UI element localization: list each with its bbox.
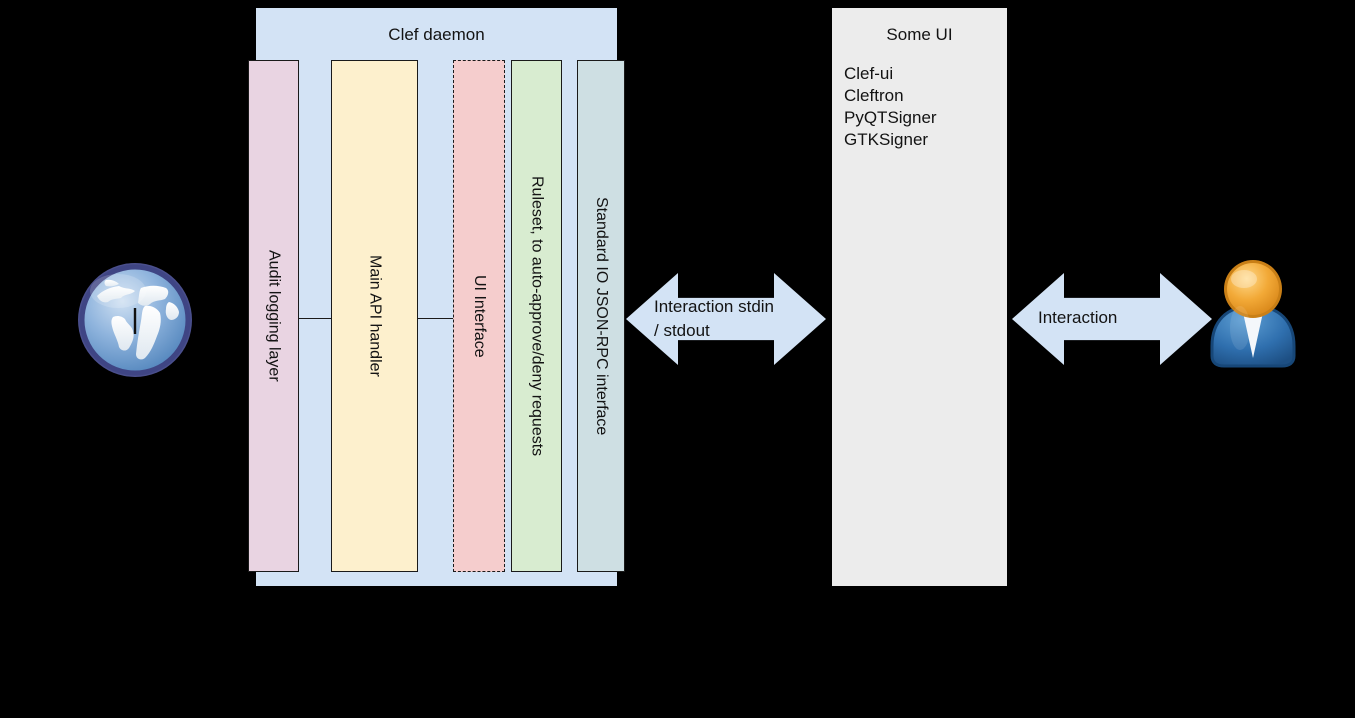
list-item: PyQTSigner [844,108,937,127]
user-icon [1206,256,1300,368]
component-label: Audit logging layer [265,250,283,382]
clef-daemon-container: Clef daemon [256,8,617,586]
list-item: Clef-ui [844,64,894,83]
some-ui-list: Clef-ui Cleftron PyQTSigner GTKSigner [844,63,937,151]
component-label: Ruleset, to auto-approve/deny requests [528,175,546,457]
list-item: Cleftron [844,86,904,105]
some-ui-panel: Some UI Clef-ui Cleftron PyQTSigner GTKS… [832,8,1007,586]
component-ruleset[interactable]: Ruleset, to auto-approve/deny requests [511,60,562,572]
connector-api-to-ui [418,318,453,319]
component-main-api-handler[interactable]: Main API handler [331,60,418,572]
some-ui-title: Some UI [886,25,953,44]
interaction-arrow-label: Interaction [1038,308,1118,327]
component-label: Standard IO JSON-RPC interface [593,196,610,436]
component-standard-io-jsonrpc[interactable]: Standard IO JSON-RPC interface [577,60,625,572]
connector-audit-to-api [299,318,331,319]
component-label: Main API handler [366,255,384,377]
clef-daemon-title: Clef daemon [388,25,485,44]
component-audit-logging-layer[interactable]: Audit logging layer [248,60,299,572]
component-label: UI Interface [471,274,488,358]
list-item: GTKSigner [844,130,929,149]
globe-icon [73,258,198,383]
component-ui-interface[interactable]: UI Interface [453,60,505,572]
stdio-arrow-label: Interaction stdin / stdout [654,297,775,340]
